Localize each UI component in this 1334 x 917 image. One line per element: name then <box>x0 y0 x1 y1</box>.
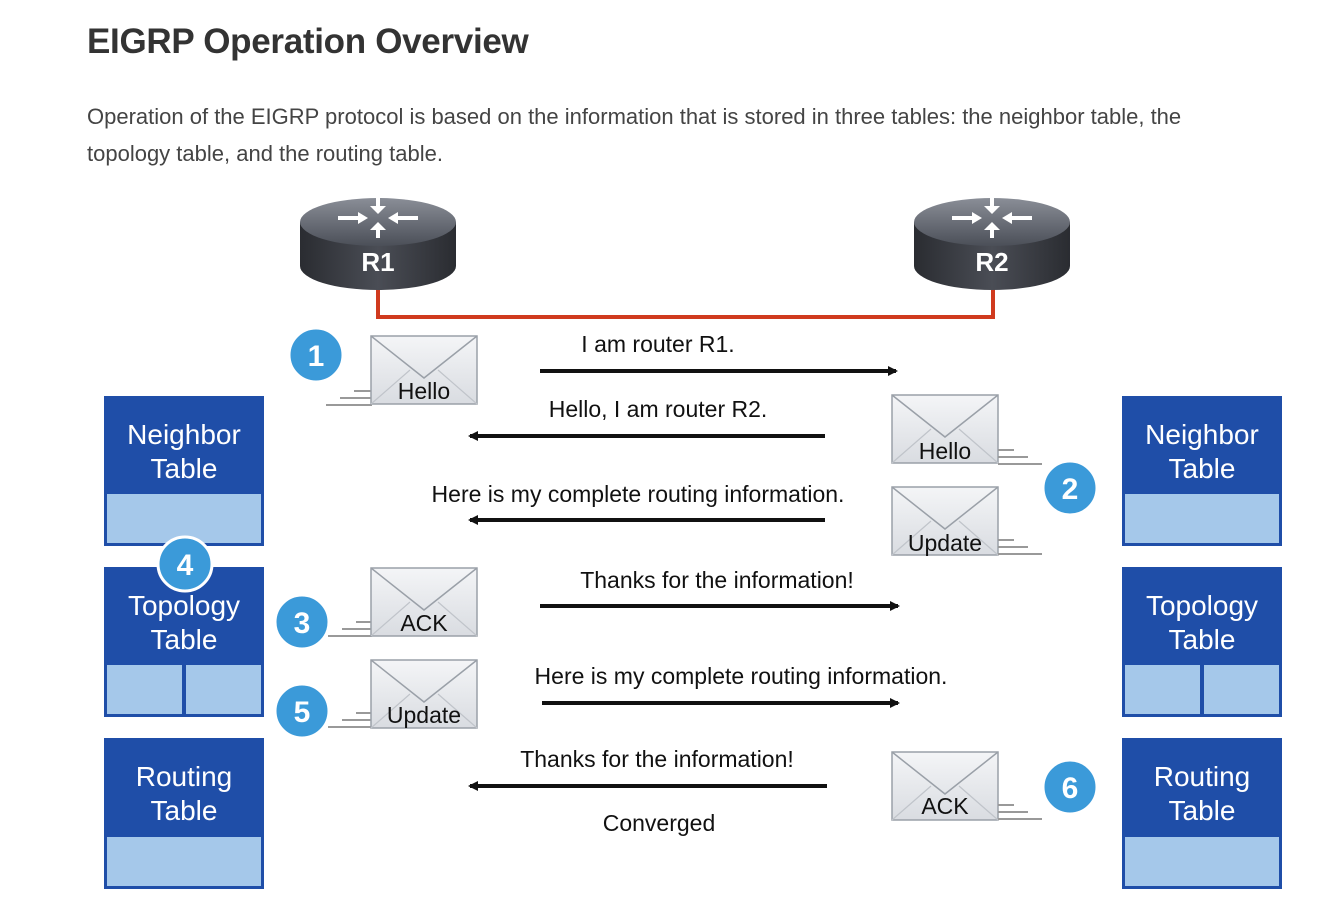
router-r1: R1 <box>300 196 456 290</box>
message-text: I am router R1. <box>581 331 734 357</box>
message-text: Thanks for the information! <box>580 567 854 593</box>
table-label: Topology <box>128 590 240 621</box>
table-label: Table <box>151 624 218 655</box>
router-r2: R2 <box>914 196 1070 290</box>
packet-label: Hello <box>919 438 971 464</box>
table-label: Routing <box>136 761 233 792</box>
svg-text:5: 5 <box>294 696 311 729</box>
table-label: Table <box>1169 795 1236 826</box>
packet-label: ACK <box>921 793 969 819</box>
router-r2-label: R2 <box>975 247 1008 277</box>
table-label: Table <box>151 453 218 484</box>
packet-label: Update <box>908 530 982 556</box>
right-topology-table: Topology Table <box>1122 567 1282 717</box>
envelope-ack-r2: ACK <box>891 751 1042 821</box>
message-text: Hello, I am router R2. <box>549 396 768 422</box>
envelope-hello-r1: Hello <box>326 335 478 406</box>
message-text: Thanks for the information! <box>520 746 794 772</box>
left-neighbor-table: Neighbor Table <box>104 396 264 546</box>
table-label: Table <box>1169 453 1236 484</box>
right-neighbor-table: Neighbor Table <box>1122 396 1282 546</box>
page-title: EIGRP Operation Overview <box>87 22 529 61</box>
step-badge-3: 3 <box>273 593 331 651</box>
router-r1-label: R1 <box>361 247 394 277</box>
svg-text:1: 1 <box>308 340 325 373</box>
intro-paragraph: Operation of the EIGRP protocol is based… <box>87 104 1182 166</box>
envelope-update-r1: Update <box>328 659 478 729</box>
svg-text:2: 2 <box>1062 473 1079 506</box>
svg-text:6: 6 <box>1062 772 1079 805</box>
router-arrows-icon <box>338 196 418 238</box>
table-label: Neighbor <box>127 419 241 450</box>
step-badge-1: 1 <box>287 326 345 384</box>
table-label: Table <box>1169 624 1236 655</box>
step-badge-2: 2 <box>1041 459 1099 517</box>
envelope-update-r2: Update <box>891 486 1042 556</box>
left-routing-table: Routing Table <box>104 738 264 889</box>
router-arrows-icon <box>952 196 1032 238</box>
packet-label: ACK <box>400 610 448 636</box>
message-text: Here is my complete routing information. <box>432 481 845 507</box>
right-routing-table: Routing Table <box>1122 738 1282 889</box>
table-label: Neighbor <box>1145 419 1259 450</box>
table-label: Routing <box>1154 761 1251 792</box>
envelope-ack-r1: ACK <box>328 567 478 637</box>
step-badge-5: 5 <box>273 682 331 740</box>
table-label: Table <box>151 795 218 826</box>
envelope-hello-r2: Hello <box>891 394 1042 465</box>
svg-text:3: 3 <box>294 607 311 640</box>
message-text: Here is my complete routing information. <box>535 663 948 689</box>
router-link <box>376 282 995 319</box>
step-badge-6: 6 <box>1041 758 1099 816</box>
converged-label: Converged <box>603 810 716 836</box>
packet-label: Update <box>387 702 461 728</box>
svg-text:4: 4 <box>177 549 194 582</box>
step-badge-4: 4 <box>156 535 214 593</box>
table-label: Topology <box>1146 590 1258 621</box>
packet-label: Hello <box>398 378 450 404</box>
